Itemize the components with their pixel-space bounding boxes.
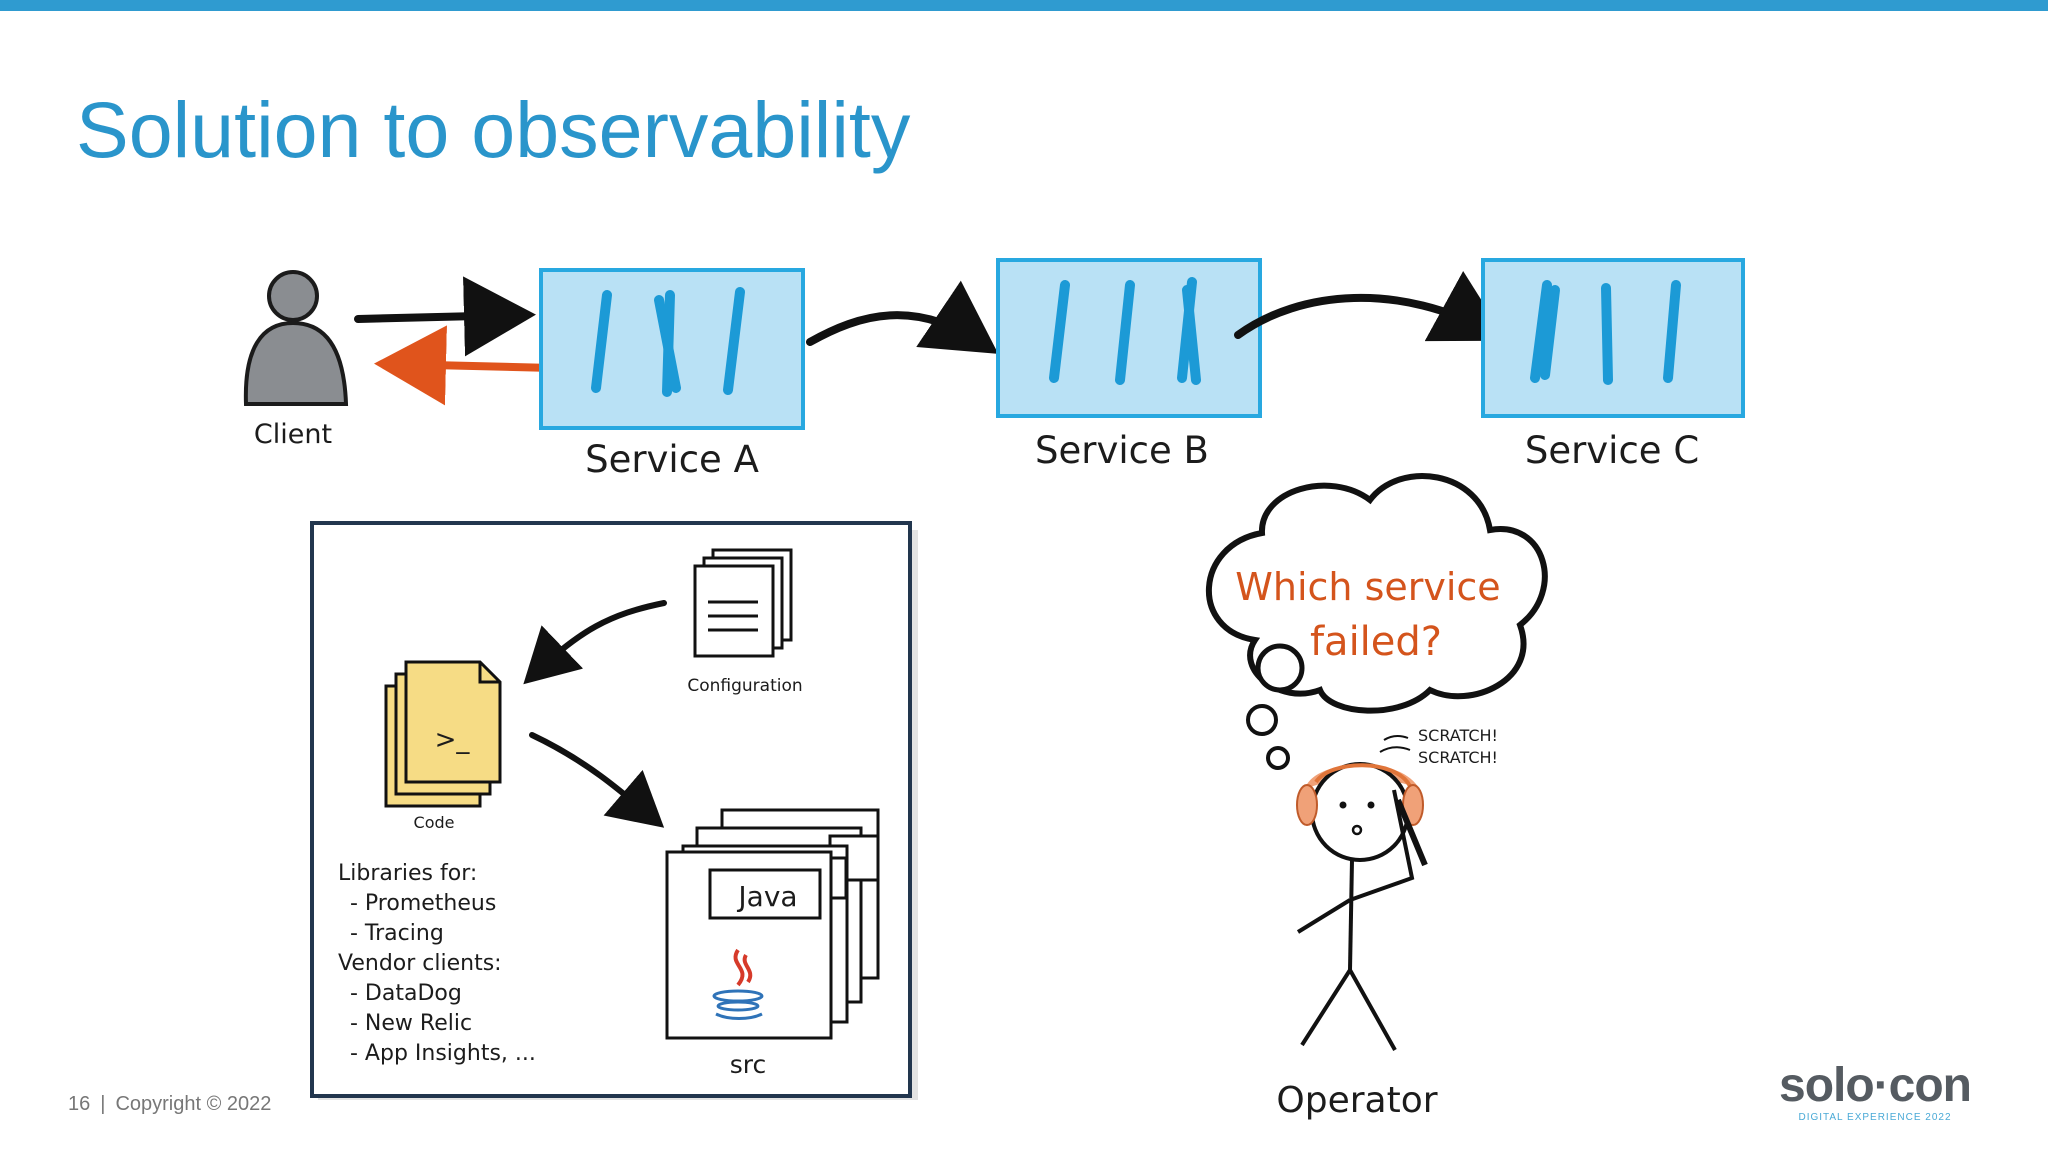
vendor-heading: Vendor clients: (338, 951, 502, 976)
response-arrow (374, 325, 557, 406)
solocon-logo: solo·con DIGITAL EXPERIENCE 2022 (1760, 1059, 1990, 1124)
config-to-code-arrow (523, 600, 667, 685)
service-a-label: Service A (585, 438, 759, 481)
service-b-label: Service B (1035, 429, 1209, 472)
code-label: Code (414, 813, 455, 832)
service-c-label: Service C (1525, 429, 1699, 472)
scratch-text-2: SCRATCH! (1418, 748, 1498, 767)
client-label: Client (254, 419, 332, 450)
java-logo-icon (712, 948, 764, 1020)
request-arrow (354, 276, 536, 357)
src-label: src (730, 1050, 767, 1079)
service-c-box (1481, 258, 1745, 418)
thought-bubble-cloud (1205, 473, 1548, 770)
slide-title: Solution to observability (76, 85, 911, 174)
code-to-src-arrow (529, 732, 665, 828)
client-icon (243, 270, 349, 406)
operator-label: Operator (1276, 1080, 1437, 1121)
configuration-icon (693, 548, 793, 658)
libraries-item: - Prometheus (350, 891, 496, 916)
configuration-label: Configuration (687, 676, 802, 696)
brand-subtitle: DIGITAL EXPERIENCE 2022 (1798, 1112, 1952, 1123)
vendor-item: - App Insights, ... (350, 1041, 536, 1066)
footer-separator: | (100, 1093, 106, 1115)
brand-name: solo·con (1779, 1059, 1972, 1112)
thought-line-2: failed? (1310, 619, 1442, 665)
thought-line-1: Which service (1235, 565, 1500, 609)
code-icon (384, 660, 502, 808)
page-number: 16 (68, 1093, 91, 1115)
slide-footer: 16 | Copyright © 2022 (68, 1093, 271, 1116)
service-b-box (996, 258, 1262, 418)
service-a-box (539, 268, 805, 430)
vendor-item: - New Relic (350, 1011, 472, 1036)
libraries-list: Libraries for: - Prometheus - Tracing Ve… (338, 861, 536, 1066)
arrow-b-to-c (1234, 271, 1508, 342)
libraries-item: - Tracing (350, 921, 444, 946)
top-accent-bar (0, 0, 2048, 11)
java-label: Java (736, 880, 797, 913)
operator-figure (1296, 762, 1428, 1051)
vendor-item: - DataDog (350, 981, 462, 1006)
libraries-heading: Libraries for: (338, 861, 477, 886)
code-icon-text: >_ (435, 725, 471, 755)
scratch-lines (1379, 734, 1411, 753)
copyright-text: Copyright © 2022 (115, 1093, 272, 1115)
src-files-icon (665, 808, 880, 1040)
arrow-a-to-b (806, 280, 999, 354)
scratch-text-1: SCRATCH! (1418, 726, 1498, 745)
